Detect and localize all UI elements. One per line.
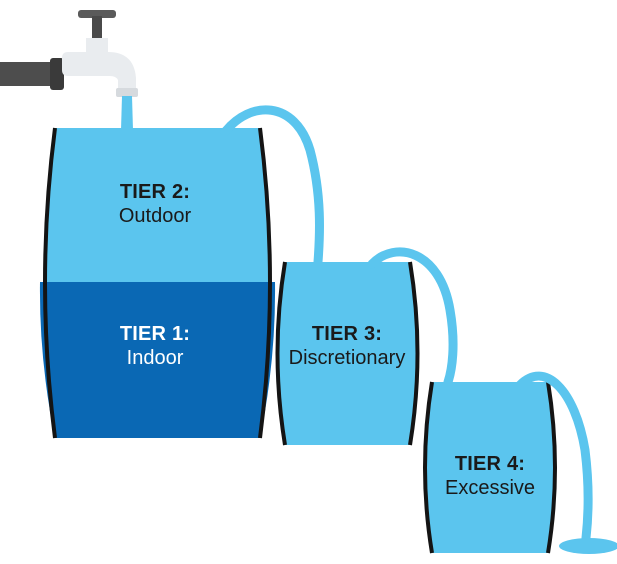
barrel-1-lower-water: [39, 282, 276, 438]
tier-3-description: Discretionary: [288, 347, 406, 369]
pipe: [0, 58, 64, 90]
tier-4-title: TIER 4:: [454, 453, 526, 475]
tier-1-label: TIER 1: Indoor: [70, 322, 240, 370]
tier-4-label: TIER 4: Excessive: [430, 452, 550, 500]
tier-3-label: TIER 3: Discretionary: [272, 322, 422, 370]
barrel-2-right-wall: [408, 261, 420, 446]
siphon-tube-2: [367, 247, 458, 387]
tier-1-description: Indoor: [126, 347, 184, 369]
tier-4-description: Excessive: [444, 477, 536, 499]
faucet-icon: [62, 10, 138, 97]
barrel-2-left-wall: [275, 261, 287, 446]
overflow-puddle: [559, 538, 617, 554]
falling-water-stream: [121, 96, 133, 130]
barrel-3-right-wall: [546, 381, 557, 554]
faucet-spout: [62, 52, 136, 92]
faucet-nozzle: [116, 88, 138, 97]
siphon-tube-1: [220, 105, 325, 267]
overflow-tube: [515, 371, 593, 543]
tier-2-title: TIER 2:: [119, 181, 191, 203]
faucet-handle: [78, 10, 116, 18]
tier-1-title: TIER 1:: [119, 323, 191, 345]
faucet-valve-stem: [92, 16, 102, 38]
tier-2-description: Outdoor: [118, 205, 192, 227]
barrel-1-right-wall: [258, 127, 272, 439]
tier-3-title: TIER 3:: [311, 323, 383, 345]
barrel-1-left-wall: [43, 127, 57, 439]
pipe-coupling: [50, 58, 64, 90]
barrel-3-left-wall: [423, 381, 434, 554]
tier-2-label: TIER 2: Outdoor: [70, 180, 240, 228]
barrel-2-water: [277, 262, 418, 445]
barrel-3-water: [425, 382, 555, 553]
